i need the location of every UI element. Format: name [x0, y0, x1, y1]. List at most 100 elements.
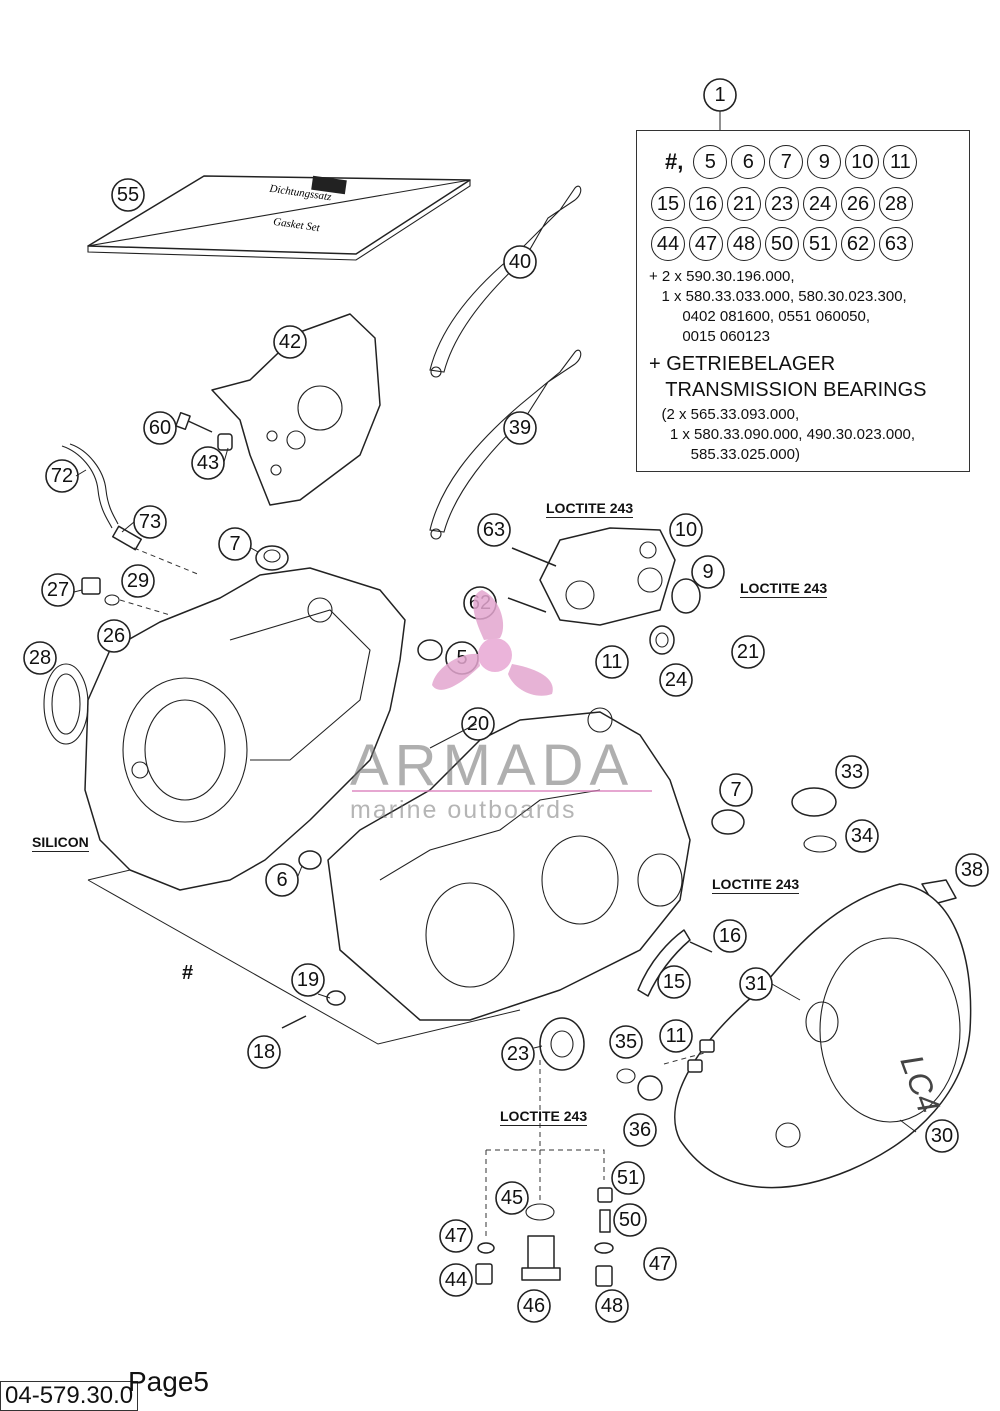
loctite-note: LOCTITE 243: [740, 580, 828, 598]
kit-row-2: 15 16 21 23 24 26 28: [651, 187, 913, 221]
kit-line-7: (2 x 565.33.093.000,: [649, 406, 800, 423]
svg-text:29: 29: [127, 570, 149, 592]
callout-36: 36: [623, 1113, 657, 1147]
callout-30: 30: [925, 1119, 959, 1153]
callout-50: 50: [613, 1203, 647, 1237]
kit-line-5: + GETRIEBELAGER: [649, 353, 836, 375]
gasket-39: [429, 349, 582, 540]
svg-text:72: 72: [51, 465, 73, 487]
callout-47b: 47: [643, 1247, 677, 1281]
callout-20: 20: [461, 707, 495, 741]
kit-callout: 10: [845, 145, 880, 179]
svg-text:42: 42: [279, 331, 301, 353]
svg-text:15: 15: [663, 971, 685, 993]
svg-text:34: 34: [851, 825, 873, 847]
page-number: Page5: [128, 1366, 209, 1397]
armada-logo-propeller: [432, 590, 553, 696]
kit-callout: 48: [727, 227, 761, 261]
svg-text:60: 60: [149, 417, 171, 439]
bolt-62: [507, 597, 547, 613]
sleeve-43: [217, 433, 233, 451]
kit-callout: 47: [689, 227, 723, 261]
bushing-7b: [711, 809, 745, 835]
callout-15: 15: [657, 965, 691, 999]
assembly-lines: [87, 547, 709, 1240]
svg-text:9: 9: [702, 561, 713, 583]
callout-23: 23: [501, 1037, 535, 1071]
svg-text:48: 48: [601, 1295, 623, 1317]
kit-row-3: 44 47 48 50 51 62 63: [651, 227, 913, 261]
kit-callout: 51: [803, 227, 837, 261]
callout-11a: 11: [595, 645, 629, 679]
kit-callout: 26: [841, 187, 875, 221]
kit-callout: 15: [651, 187, 685, 221]
callout-19: 19: [291, 963, 325, 997]
watermark-brand: ARMADA: [350, 733, 635, 798]
callout-38: 38: [955, 853, 989, 887]
svg-text:23: 23: [507, 1043, 529, 1065]
callout-7a: 7: [218, 527, 252, 561]
svg-text:33: 33: [841, 761, 863, 783]
callout-43: 43: [191, 446, 225, 480]
oring-34: [803, 835, 837, 853]
dowel-6: [298, 850, 322, 870]
seal-36: [637, 1075, 663, 1101]
watermark-rule: [352, 790, 652, 792]
svg-text:19: 19: [297, 969, 319, 991]
loctite-note: LOCTITE 243: [712, 876, 800, 894]
callout-60: 60: [143, 411, 177, 445]
callout-72: 72: [45, 459, 79, 493]
callout-1: 1: [703, 78, 737, 112]
kit-callout: 16: [689, 187, 723, 221]
svg-text:38: 38: [961, 859, 983, 881]
callout-55: 55: [111, 178, 145, 212]
kit-callout: 28: [879, 187, 913, 221]
plug-48: [595, 1265, 613, 1287]
svg-text:36: 36: [629, 1119, 651, 1141]
silicon-note: SILICON: [32, 834, 89, 852]
svg-text:1: 1: [714, 84, 725, 106]
kit-line-2: 1 x 580.33.033.000, 580.30.023.300,: [649, 288, 907, 305]
callout-51: 51: [611, 1161, 645, 1195]
svg-text:31: 31: [745, 973, 767, 995]
svg-text:44: 44: [445, 1269, 467, 1291]
svg-text:55: 55: [117, 184, 139, 206]
callout-27: 27: [41, 573, 75, 607]
kit-line-1: + 2 x 590.30.196.000,: [649, 268, 795, 285]
washer-19: [326, 990, 346, 1006]
kit-callout: 21: [727, 187, 761, 221]
callout-33: 33: [835, 755, 869, 789]
kit-callout: 50: [765, 227, 799, 261]
callout-18: 18: [247, 1035, 281, 1069]
washer-47b: [594, 1242, 614, 1254]
callout-63: 63: [477, 513, 511, 547]
callout-48: 48: [595, 1289, 629, 1323]
svg-text:30: 30: [931, 1125, 953, 1147]
kit-line-4: 0015 060123: [649, 328, 770, 345]
callout-6: 6: [265, 863, 299, 897]
svg-text:28: 28: [29, 647, 51, 669]
plug-27: [81, 577, 101, 595]
svg-text:18: 18: [253, 1041, 275, 1063]
kit-callout: 23: [765, 187, 799, 221]
callout-47a: 47: [439, 1219, 473, 1253]
loctite-note: LOCTITE 243: [546, 500, 634, 518]
leader-lines: [73, 111, 917, 1133]
kit-callout: 11: [883, 145, 918, 179]
needle-bearing-9: [671, 578, 701, 614]
hash-mark: #: [182, 962, 194, 984]
kit-callout: 24: [803, 187, 837, 221]
callout-46: 46: [517, 1289, 551, 1323]
callout-26: 26: [97, 619, 131, 653]
svg-text:16: 16: [719, 925, 741, 947]
spring-50: [599, 1209, 611, 1233]
watermark-tagline: marine outboards: [350, 796, 577, 824]
kit-callout: 7: [769, 145, 804, 179]
callout-28: 28: [23, 641, 57, 675]
callout-31: 31: [739, 967, 773, 1001]
plug-33: [791, 787, 837, 817]
loctite-note: LOCTITE 243: [500, 1108, 588, 1126]
callout-35: 35: [609, 1025, 643, 1059]
svg-text:11: 11: [666, 1025, 687, 1047]
